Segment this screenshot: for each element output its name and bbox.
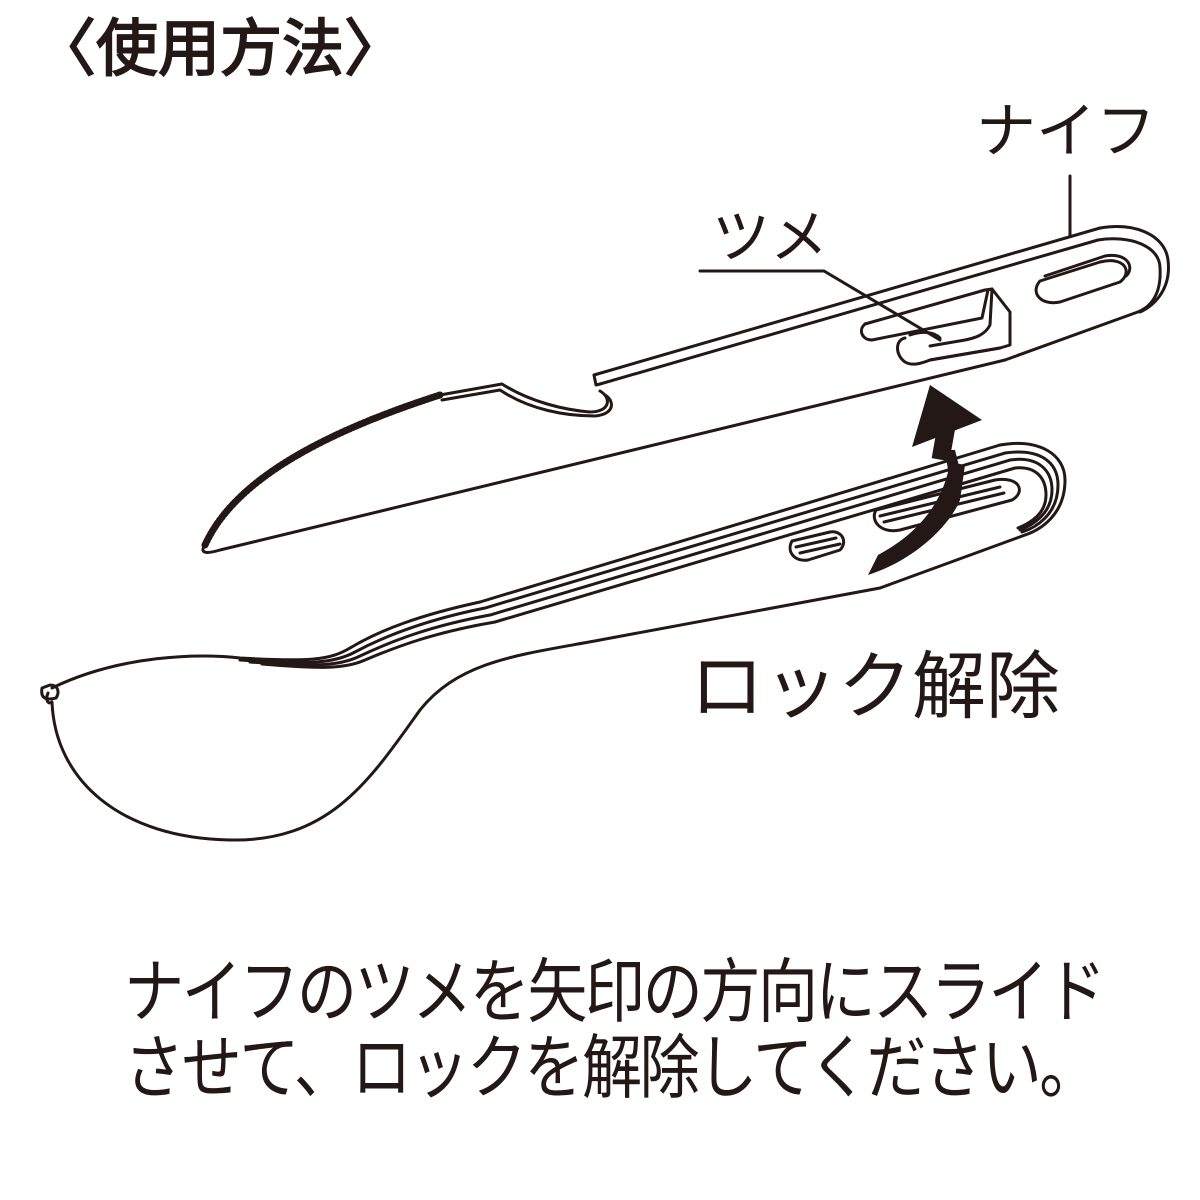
- instructions: ナイフのツメを矢印の方向にスライド させて、ロックを解除してください。: [124, 951, 1106, 1109]
- spoon-illustration: [40, 442, 1067, 842]
- knife-illustration: [201, 225, 1170, 554]
- curved-arrow-icon: [868, 385, 982, 575]
- tab-label: ツメ: [712, 203, 829, 271]
- instructions-line-2: させて、ロックを解除してください。: [124, 1026, 1100, 1109]
- unlock-label: ロック解除: [690, 644, 1060, 730]
- instructions-line-1: ナイフのツメを矢印の方向にスライド: [124, 951, 1106, 1033]
- knife-label: ナイフ: [976, 97, 1156, 167]
- page-title: 〈使用方法〉: [34, 12, 407, 85]
- tab-leader-line: [698, 269, 942, 342]
- knife-serrated-edge: [201, 391, 444, 549]
